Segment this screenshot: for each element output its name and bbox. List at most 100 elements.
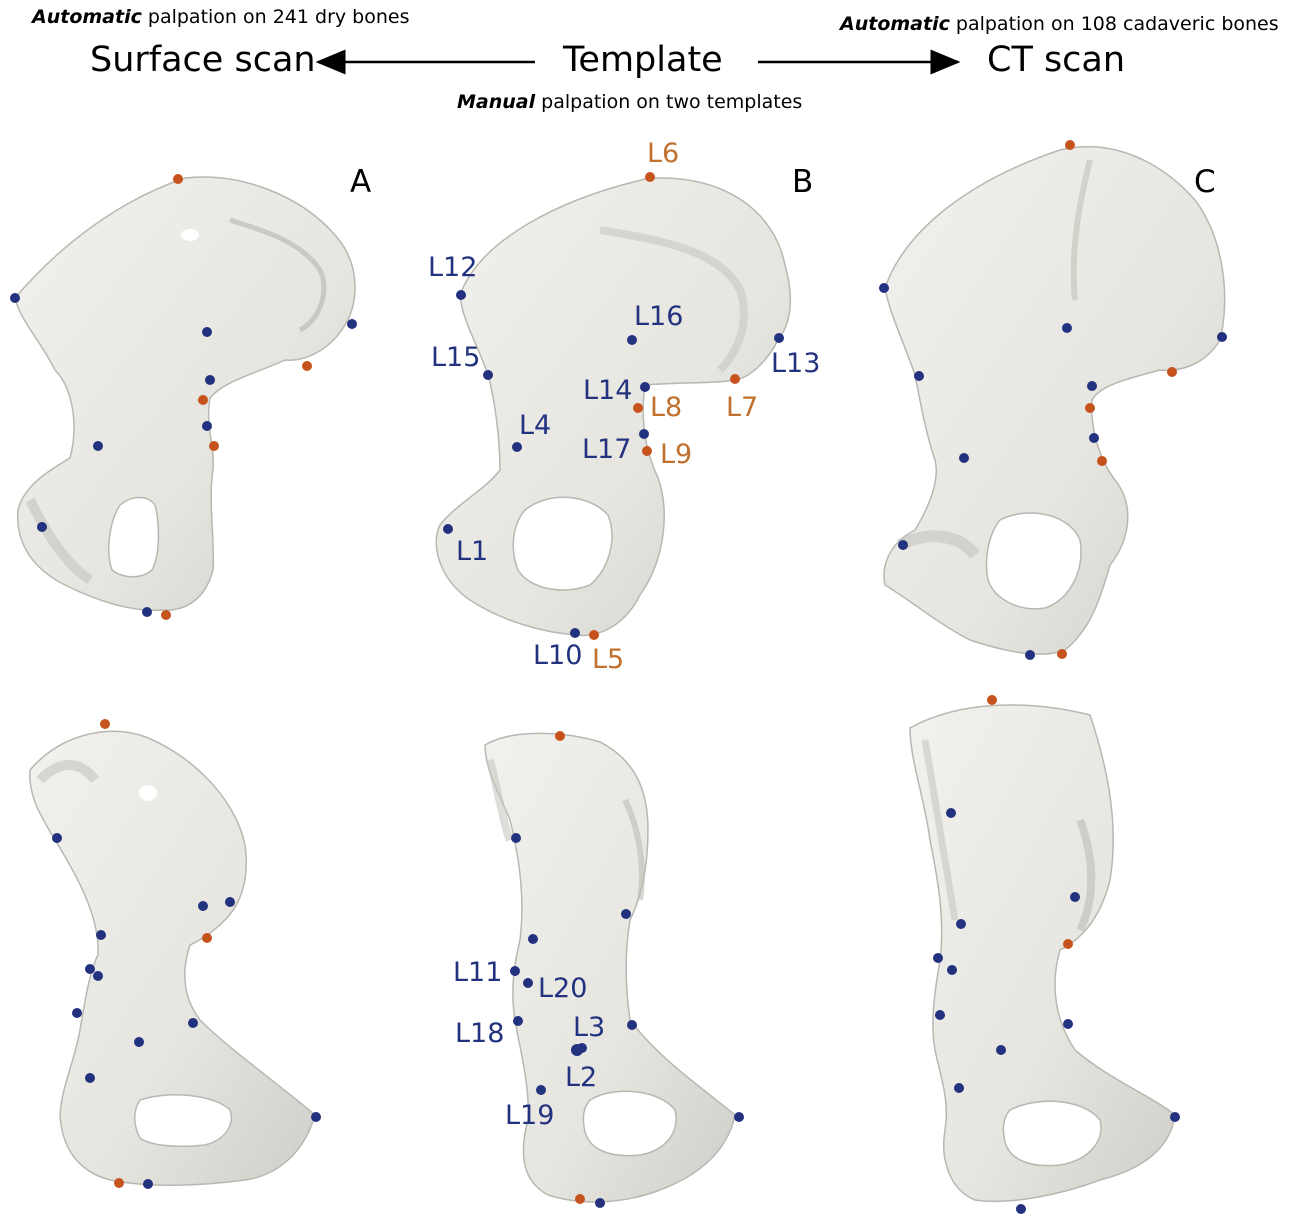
label-l4: L4 bbox=[519, 410, 551, 441]
label-l19: L19 bbox=[505, 1100, 554, 1131]
label-l7: L7 bbox=[726, 392, 758, 423]
landmark-dot bbox=[1085, 403, 1095, 413]
landmark-dot bbox=[956, 919, 966, 929]
foramen-hole bbox=[139, 785, 157, 801]
landmark-dot bbox=[1217, 332, 1227, 342]
landmark-dot bbox=[10, 293, 20, 303]
landmark-dot bbox=[511, 833, 521, 843]
landmark-dot bbox=[645, 172, 655, 182]
label-l6: L6 bbox=[647, 138, 679, 169]
landmark-dot bbox=[96, 930, 106, 940]
landmark-dot bbox=[595, 1198, 605, 1208]
landmark-dot bbox=[555, 731, 565, 741]
landmark-dot bbox=[311, 1112, 321, 1122]
landmark-dot bbox=[483, 370, 493, 380]
landmark-dot bbox=[1057, 649, 1067, 659]
landmark-dot bbox=[302, 361, 312, 371]
landmark-dot bbox=[1089, 433, 1099, 443]
landmark-dot bbox=[37, 522, 47, 532]
label-l14: L14 bbox=[583, 375, 632, 406]
landmark-dot bbox=[202, 421, 212, 431]
landmark-dot bbox=[510, 966, 520, 976]
bone-a-anterior bbox=[30, 731, 315, 1185]
landmark-dot bbox=[1065, 140, 1075, 150]
landmark-dot bbox=[161, 610, 171, 620]
landmark-dot bbox=[954, 1083, 964, 1093]
landmark-dot bbox=[575, 1194, 585, 1204]
landmark-dot bbox=[947, 965, 957, 975]
landmark-dot bbox=[114, 1178, 124, 1188]
landmark-dot bbox=[627, 335, 637, 345]
landmark-dot bbox=[946, 808, 956, 818]
landmark-dot bbox=[536, 1085, 546, 1095]
landmark-dot bbox=[633, 403, 643, 413]
landmark-dot bbox=[1016, 1204, 1026, 1214]
label-l16: L16 bbox=[634, 301, 683, 332]
landmark-dot bbox=[100, 719, 110, 729]
label-l17: L17 bbox=[582, 434, 631, 465]
foramen-hole bbox=[181, 229, 199, 241]
landmark-dot bbox=[933, 953, 943, 963]
landmark-dot bbox=[1170, 1112, 1180, 1122]
landmark-dot bbox=[1087, 381, 1097, 391]
bone-b-anterior bbox=[485, 733, 735, 1202]
bone-c-lateral bbox=[884, 147, 1225, 654]
panel-label-b: B bbox=[792, 164, 813, 200]
landmark-dot bbox=[935, 1010, 945, 1020]
landmark-dot bbox=[1063, 939, 1073, 949]
label-l12: L12 bbox=[428, 252, 477, 283]
landmark-dot bbox=[528, 934, 538, 944]
landmark-dot bbox=[1167, 367, 1177, 377]
landmark-dot bbox=[93, 971, 103, 981]
landmark-dot bbox=[589, 630, 599, 640]
bone-c-anterior bbox=[910, 705, 1175, 1201]
landmark-dot bbox=[734, 1112, 744, 1122]
landmark-dot bbox=[85, 964, 95, 974]
bone-a-lateral bbox=[15, 177, 355, 610]
landmark-dot bbox=[202, 327, 212, 337]
panel-label-c: C bbox=[1194, 164, 1216, 200]
panel-label-a: A bbox=[350, 164, 371, 200]
label-l11: L11 bbox=[453, 957, 502, 988]
landmark-dot bbox=[730, 374, 740, 384]
landmark-dot bbox=[142, 607, 152, 617]
landmark-dot bbox=[512, 442, 522, 452]
landmark-dot bbox=[996, 1045, 1006, 1055]
label-l9: L9 bbox=[660, 439, 692, 470]
landmark-dot bbox=[225, 897, 235, 907]
label-l8: L8 bbox=[650, 392, 682, 423]
landmark-dot bbox=[347, 319, 357, 329]
landmark-dot bbox=[640, 382, 650, 392]
landmark-dot bbox=[639, 429, 649, 439]
label-l3: L3 bbox=[573, 1012, 605, 1043]
label-l2: L2 bbox=[565, 1062, 597, 1093]
landmark-dot bbox=[143, 1179, 153, 1189]
landmark-dot bbox=[959, 453, 969, 463]
landmark-dot bbox=[205, 375, 215, 385]
landmark-dot bbox=[774, 333, 784, 343]
landmark-dot bbox=[987, 695, 997, 705]
landmark-dot bbox=[1062, 323, 1072, 333]
landmark-dot bbox=[198, 901, 208, 911]
landmark-dot bbox=[134, 1037, 144, 1047]
landmark-dot bbox=[443, 524, 453, 534]
landmark-dot bbox=[52, 833, 62, 843]
landmark-dot bbox=[627, 1020, 637, 1030]
landmark-dot bbox=[209, 441, 219, 451]
landmark-dot bbox=[879, 283, 889, 293]
landmark-dot bbox=[898, 540, 908, 550]
label-l18: L18 bbox=[455, 1018, 504, 1049]
landmark-dot bbox=[642, 446, 652, 456]
landmark-dot bbox=[1097, 456, 1107, 466]
label-l13: L13 bbox=[771, 348, 820, 379]
label-l1: L1 bbox=[456, 536, 488, 567]
landmark-dot bbox=[173, 174, 183, 184]
landmark-dot bbox=[523, 978, 533, 988]
landmark-dot bbox=[914, 371, 924, 381]
landmark-dot bbox=[188, 1018, 198, 1028]
label-l20: L20 bbox=[538, 973, 587, 1004]
landmark-dot bbox=[513, 1016, 523, 1026]
landmark-dot bbox=[1025, 650, 1035, 660]
landmark-dot bbox=[202, 933, 212, 943]
